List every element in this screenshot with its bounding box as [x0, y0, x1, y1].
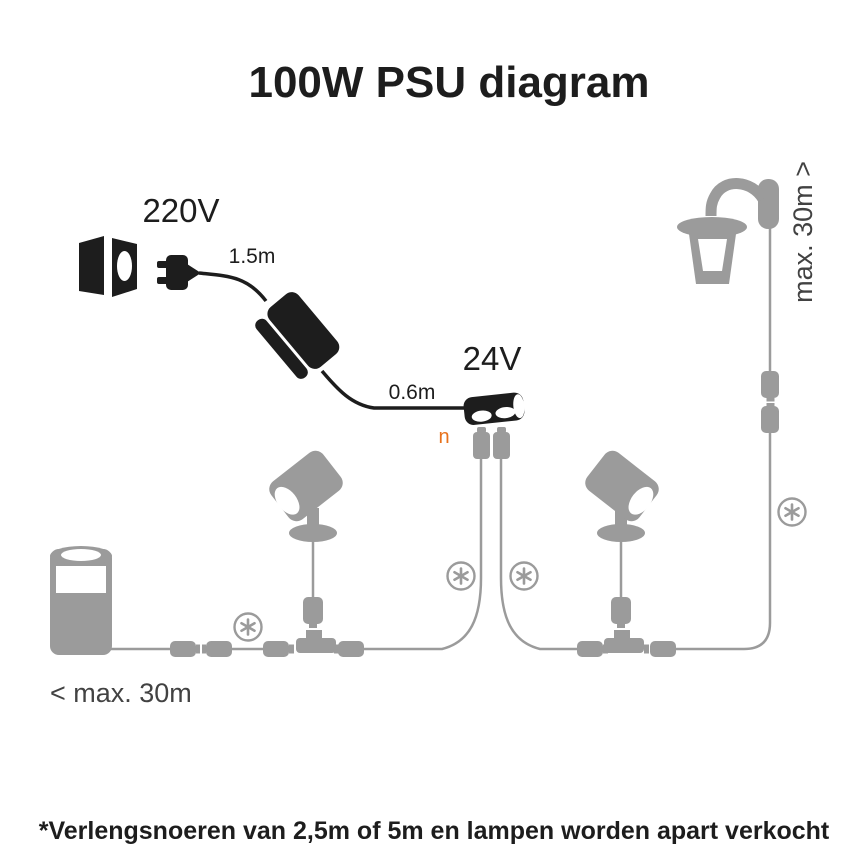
label-output-voltage: 24V: [463, 340, 522, 377]
extension-asterisk-icon: [509, 561, 539, 591]
extension-asterisk-icon: [777, 497, 807, 527]
label-psu-cable-length: 0.6m: [389, 381, 436, 404]
wall-lantern-icon: [677, 178, 779, 284]
label-input-voltage: 220V: [142, 192, 219, 229]
extension-asterisk-icon: [233, 612, 263, 642]
low-voltage-cables: [108, 228, 772, 651]
label-max-right: max. 30m >: [788, 161, 818, 303]
t-connector-icon: [577, 597, 676, 657]
cable-segment: [499, 458, 577, 651]
footnote: *Verlengsnoeren van 2,5m of 5m en lampen…: [39, 817, 830, 845]
power-plug-icon: [157, 255, 201, 290]
label-plug-cable-length: 1.5m: [229, 245, 276, 268]
splitter-plug-icon: [493, 427, 510, 459]
cable-connector-icon: [761, 371, 779, 433]
cable-connector-icon: [170, 641, 232, 657]
extension-asterisk-icon: [446, 561, 476, 591]
wall-socket-icon: [79, 236, 137, 297]
spotlight-icon: [269, 450, 343, 542]
psu-output-cable: [320, 369, 466, 410]
spotlight-icon: [585, 450, 659, 542]
psu-brick-icon: [255, 292, 340, 379]
cable-segment: [364, 458, 483, 651]
cable-segment: [676, 431, 772, 651]
bollard-light-icon: [50, 546, 112, 655]
splitter-24v-icon: [463, 392, 525, 425]
page-title: 100W PSU diagram: [248, 58, 649, 107]
mains-cable: [198, 271, 268, 303]
t-connector-icon: [263, 597, 364, 657]
splitter-plug-icon: [473, 427, 490, 459]
watermark-fragment: n: [438, 426, 449, 448]
label-max-left: < max. 30m: [50, 678, 192, 708]
